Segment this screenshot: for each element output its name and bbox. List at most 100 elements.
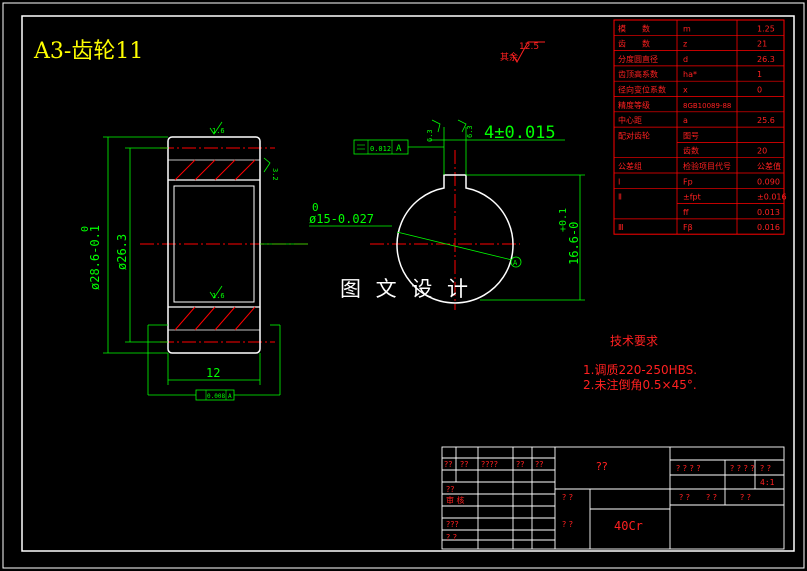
tech-req-title: 技术要求 [610, 334, 658, 348]
tb-cell-13: ? ? [679, 493, 690, 502]
keyside-finish-value: 3.2 [271, 168, 279, 181]
rest-finish-label: 其余 [500, 51, 518, 63]
watermark-text: 图 文 设 计 [340, 277, 472, 301]
tb-cell-4: ?? [535, 460, 544, 469]
tb-cell-12: ? ? ? ? [730, 464, 755, 473]
param-value-6: 25.6 [757, 116, 775, 125]
rest-finish-symbol [511, 41, 545, 63]
section-view: ø28.6-0.1 0 ø26.3 12 0.008 A 1.6 3.2 1.6 [80, 121, 392, 401]
param-symbol-11: ±fpt [683, 193, 701, 202]
tb-cell-7: ??? [446, 520, 459, 529]
keyside-finish-symbol [263, 157, 271, 173]
tooth-finish-symbol [209, 121, 223, 135]
width-dimension: 12 [206, 366, 220, 380]
param-symbol-4: x [683, 86, 688, 95]
runout-tolerance-value: 0.012 [370, 145, 391, 153]
title-block-border [441, 446, 785, 550]
keydepth-dimension: 16.6-0 [567, 222, 581, 265]
rest-surface-finish: 其余 12.5 [500, 41, 545, 63]
bore-upper-tol: 0 [312, 201, 319, 214]
bore-finish-value: 1.6 [212, 292, 225, 300]
param-label-1: 齿 数 [618, 39, 650, 49]
end-view: 4±0.015 6.3 6.3 0.012 A 16.6-0 +0.1 A [353, 119, 585, 310]
tb-cell-8: ? ? [446, 533, 457, 542]
tb-cell-0: ?? [444, 460, 453, 469]
keydepth-tolerance: +0.1 [558, 208, 569, 232]
title-block [441, 446, 785, 550]
tb-cell-6: 审 核 [446, 495, 465, 505]
keyway-finish-right: 6.3 [466, 125, 474, 138]
param-label-3: 齿顶高系数 [618, 69, 658, 79]
tb-cell-10: ? ? [562, 520, 573, 529]
param-symbol-6: a [683, 116, 688, 125]
inner-frame [21, 15, 795, 552]
param-label-5: 精度等级 [618, 100, 650, 110]
tb-cell-15: ? ? [740, 493, 751, 502]
param-symbol-8: 齿数 [683, 146, 699, 156]
param-symbol-1: z [683, 40, 687, 49]
param-symbol-0: m [683, 24, 691, 33]
param-value-0: 1.25 [757, 24, 775, 33]
tech-req-item-2: 2.未注倒角0.5×45°. [583, 377, 697, 392]
param-label-4: 径向变位系数 [618, 85, 666, 95]
param-symbol-5: 8GB10089-88 [683, 102, 731, 110]
param-symbol-10: Fp [683, 177, 693, 186]
param-label-2: 分度圆直径 [618, 54, 658, 64]
tb-cell-5: ?? [446, 485, 455, 494]
param-value-13: 0.016 [757, 223, 780, 232]
param-value-1: 21 [757, 40, 767, 49]
tb-cell-9: ? ? [562, 493, 573, 502]
hatch-top [174, 159, 256, 181]
bore-finish-symbol [209, 285, 223, 299]
bore-inner [173, 185, 255, 303]
tb-cell-3: ?? [516, 460, 525, 469]
tb-cell-2: ???? [481, 460, 498, 469]
face-tolerance-datum: A [228, 393, 232, 400]
keyway-finish-left: 6.3 [426, 129, 434, 142]
datum-label: A [513, 259, 518, 267]
param-value-9: 公差值 [757, 161, 781, 171]
param-symbol-3: ha* [683, 70, 697, 79]
param-value-8: 20 [757, 147, 767, 156]
face-tolerance-value: 0.008 [207, 393, 225, 400]
root-dimension: ø26.3 [115, 234, 129, 270]
param-label-10: Ⅰ [618, 177, 620, 186]
param-value-11: ±0.016 [757, 193, 787, 202]
param-label-6: 中心距 [618, 115, 642, 125]
datum-leader [396, 231, 513, 261]
od-upper-tol: 0 [80, 226, 91, 232]
param-symbol-2: d [683, 55, 688, 64]
param-label-11: Ⅱ [618, 193, 622, 202]
param-value-12: 0.013 [757, 208, 780, 217]
param-symbol-9: 检验项目代号 [683, 161, 731, 171]
param-value-10: 0.090 [757, 177, 780, 186]
param-value-3: 1 [757, 70, 762, 79]
od-dimension: ø28.6-0.1 [88, 225, 102, 290]
param-label-9: 公差组 [618, 161, 642, 171]
tb-part-name: ?? [596, 460, 608, 473]
param-label-0: 模 数 [618, 23, 650, 33]
face-tolerance-frame [195, 389, 235, 401]
tb-cell-1: ?? [460, 460, 469, 469]
param-label-7: 配对齿轮 [618, 130, 650, 140]
bore-dimension: ø15-0.027 [309, 212, 374, 226]
tb-cell-11: ? ? ? ? [676, 464, 701, 473]
tb-material: 40Cr [614, 519, 643, 533]
param-label-13: Ⅲ [618, 223, 624, 232]
param-value-4: 0 [757, 86, 762, 95]
gear-outline [167, 136, 261, 354]
hatch-bottom [174, 306, 256, 331]
tb-cell-16: ? ? [760, 464, 771, 473]
rest-finish-value: 12.5 [519, 42, 539, 52]
datum-circle [510, 256, 522, 268]
param-symbol-13: Fβ [683, 223, 693, 232]
tb-scale: 4:1 [760, 478, 775, 487]
tech-req-item-1: 1.调质220-250HBS. [583, 363, 697, 377]
title-block-text: ?? ?? ???? ?? ?? ?? 审 核 ??? ? ? ? ? ? ? … [444, 460, 771, 542]
runout-tolerance-datum: A [396, 144, 402, 154]
keyway-finish-right-symbol [457, 119, 467, 133]
